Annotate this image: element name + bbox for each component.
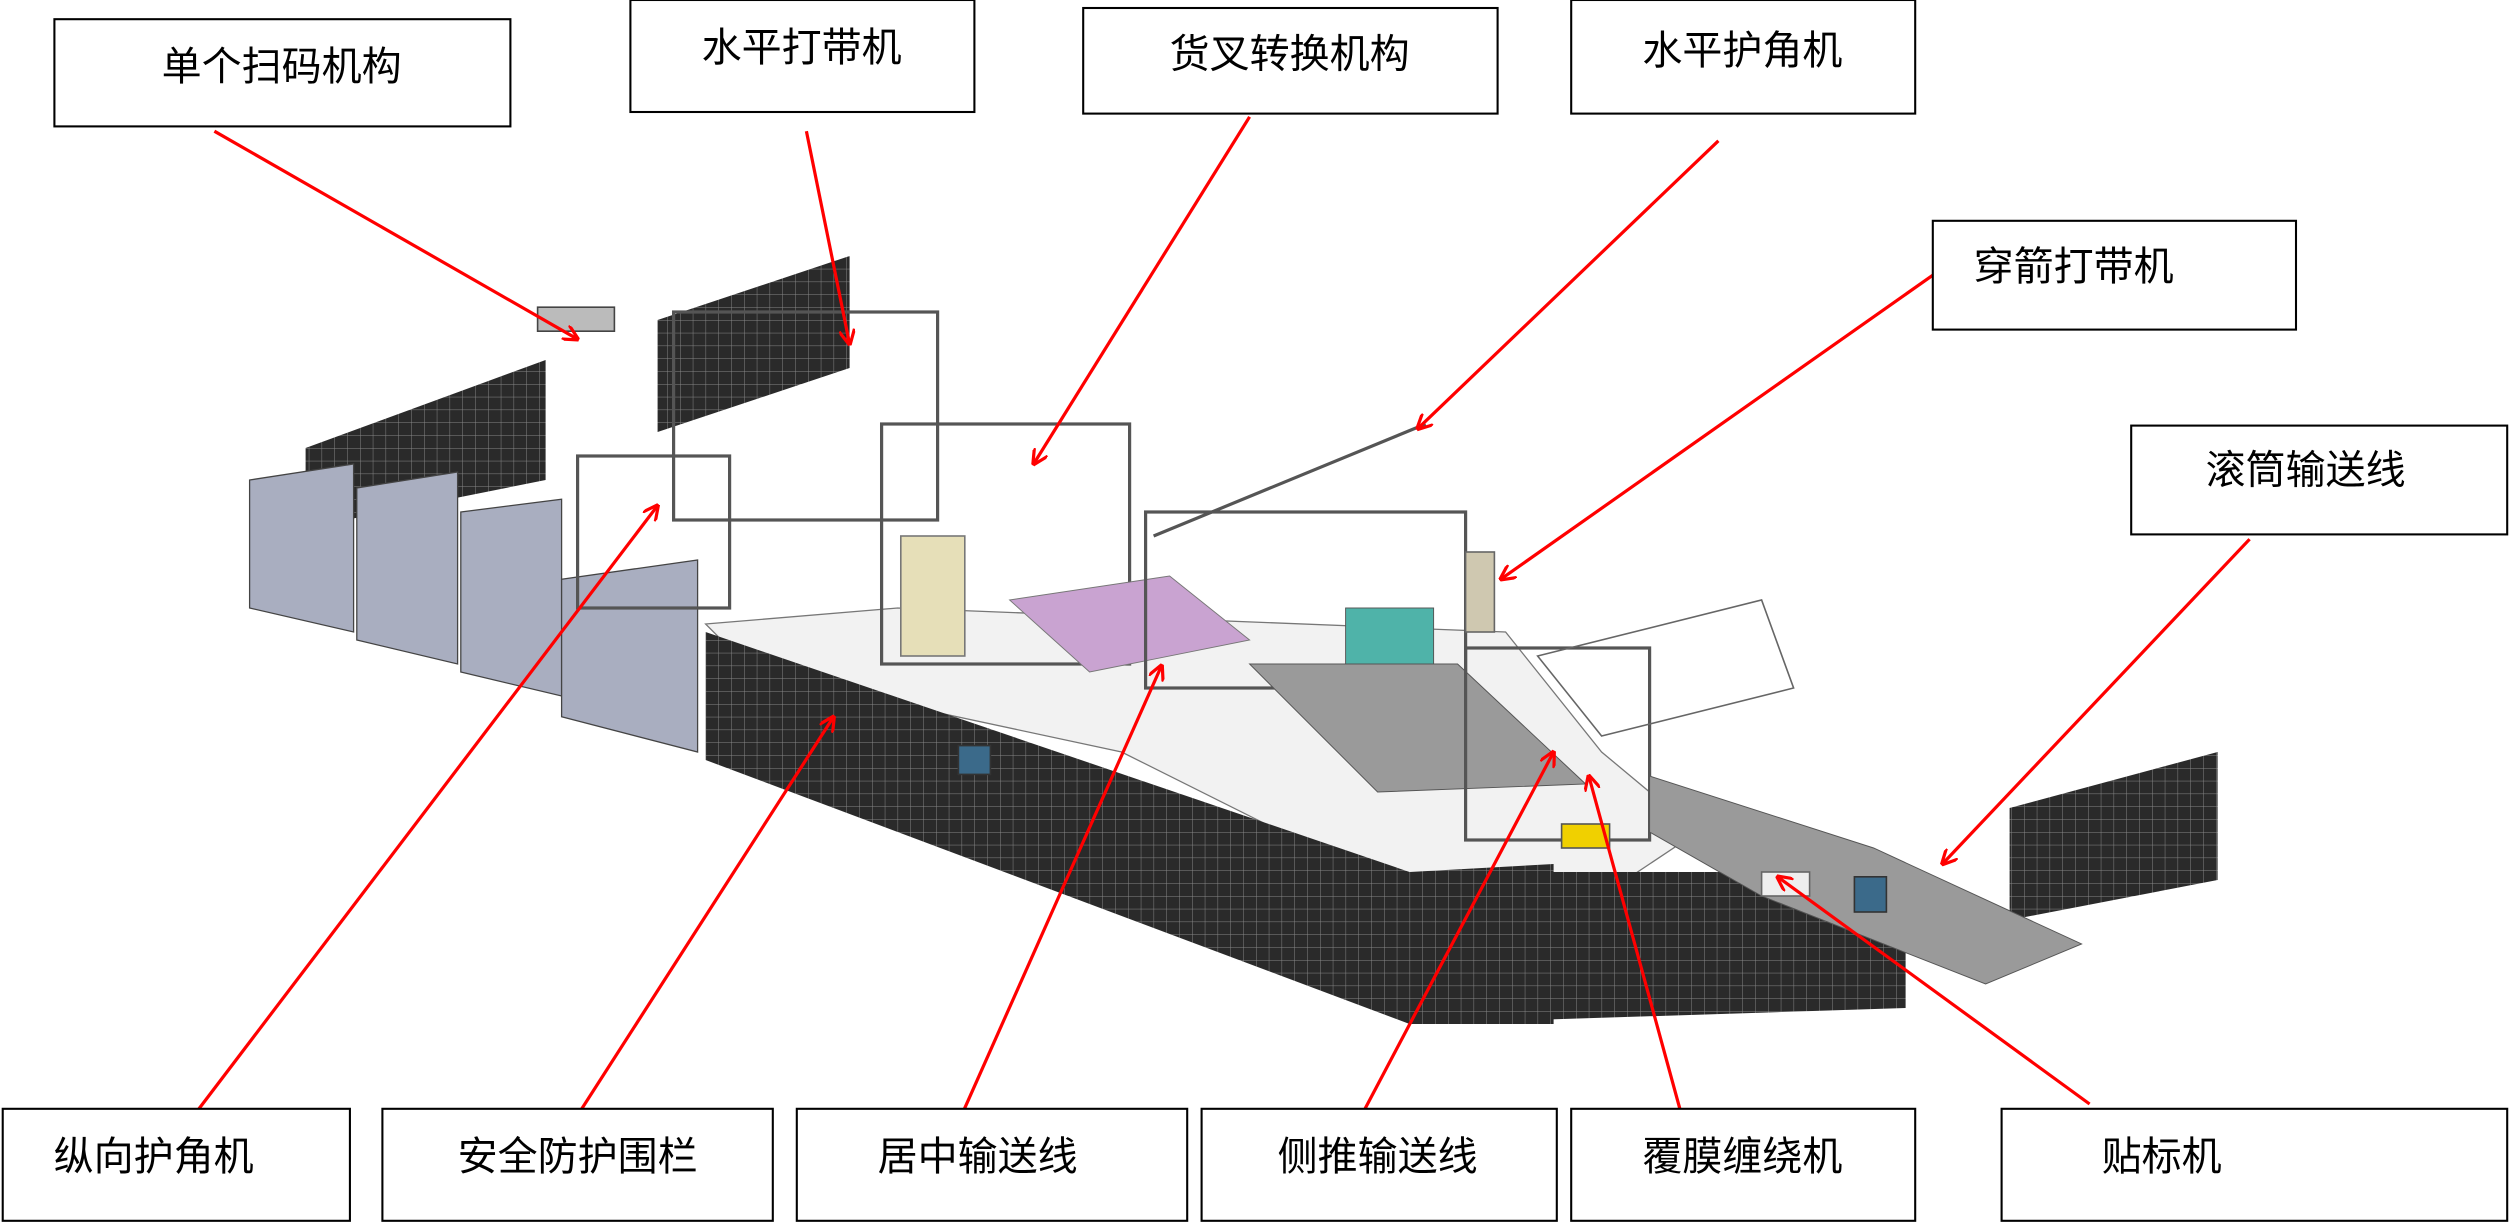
callout-vertical-corner: 纵向护角机 <box>1 1107 351 1222</box>
cabinet-3 <box>460 498 563 697</box>
wrapper-frame <box>1464 646 1652 842</box>
scanner-unit <box>536 306 616 333</box>
label-fork-transfer: 货叉转换机构 <box>1170 31 1410 77</box>
callout-film-wrapper: 覆膜缠绕机 <box>1570 1107 1917 1222</box>
label-film-wrapper: 覆膜缠绕机 <box>1642 1134 1842 1180</box>
arrow-safety-fence <box>576 717 834 1117</box>
callout-fork-transfer: 货叉转换机构 <box>1082 6 1499 115</box>
callout-safety-fence: 安全防护围栏 <box>381 1107 774 1222</box>
arrow-centering-conveyor <box>960 666 1162 1116</box>
label-vertical-corner: 纵向护角机 <box>54 1134 254 1180</box>
arrow-roller-conveyor <box>1942 538 2251 864</box>
cabinet-1 <box>248 463 355 633</box>
horizontal-corner-beam <box>1152 422 1427 538</box>
arrow-strapper-unit <box>1464 551 1496 633</box>
pallet-area <box>1008 575 1251 673</box>
fence-back-mid <box>657 256 850 432</box>
pointer-arrows <box>189 115 2251 1121</box>
hmi-screen-right <box>1853 876 1888 913</box>
machine-illustration <box>248 256 2218 1024</box>
arrow-arrow-strapper <box>1501 273 1934 579</box>
callout-arrow-strapper: 穿箭打带机 <box>1931 219 2298 331</box>
control-box <box>900 535 966 657</box>
hmi-screen-left <box>957 744 992 776</box>
horizontal-strapper-frame <box>672 310 940 522</box>
arrow-labeler <box>1778 877 2091 1106</box>
label-centering-conveyor: 居中输送线 <box>878 1134 1078 1180</box>
fence-front-right <box>1409 864 1554 1024</box>
callout-labeler: 贴标机 <box>2000 1107 2509 1222</box>
arrow-horizontal-corner <box>1418 139 1720 429</box>
label-side-push-conveyor: 侧推输送线 <box>1278 1134 1478 1180</box>
fork-transfer-frame <box>880 422 1132 666</box>
callout-centering-conveyor: 居中输送线 <box>795 1107 1189 1222</box>
arrow-film-wrapper <box>1589 776 1684 1116</box>
callout-horizontal-corner: 水平护角机 <box>1570 0 1917 115</box>
callout-roller-conveyor: 滚筒输送线 <box>2130 424 2509 536</box>
callout-horizontal-strapper: 水平打带机 <box>629 0 976 114</box>
fence-front <box>705 632 1906 1024</box>
label-arrow-strapper: 穿箭打带机 <box>1974 244 2174 290</box>
vertical-corner-frame <box>576 454 732 610</box>
arrow-vertical-corner <box>189 506 657 1121</box>
label-horizontal-strapper: 水平打带机 <box>702 25 902 71</box>
arrow-single-scan <box>213 129 577 339</box>
cabinet-4 <box>560 559 699 753</box>
cabinet-2 <box>356 471 459 665</box>
label-roller-conveyor: 滚筒输送线 <box>2206 447 2406 493</box>
label-labeler: 贴标机 <box>2102 1134 2222 1180</box>
arrow-fork-transfer <box>1034 115 1251 464</box>
callout-side-push-conveyor: 侧推输送线 <box>1200 1107 1558 1222</box>
green-unit <box>1345 607 1435 673</box>
fence-right <box>2009 752 2218 920</box>
label-single-scan: 单个扫码机构 <box>162 44 402 90</box>
arrow-side-push-conveyor <box>1360 752 1554 1116</box>
label-horizontal-corner: 水平护角机 <box>1642 28 1842 74</box>
arrow-horizontal-strapper <box>804 130 849 344</box>
roller-frame-top <box>1536 599 1795 737</box>
label-safety-fence: 安全防护围栏 <box>458 1134 698 1180</box>
callout-single-scan: 单个扫码机构 <box>53 18 512 128</box>
